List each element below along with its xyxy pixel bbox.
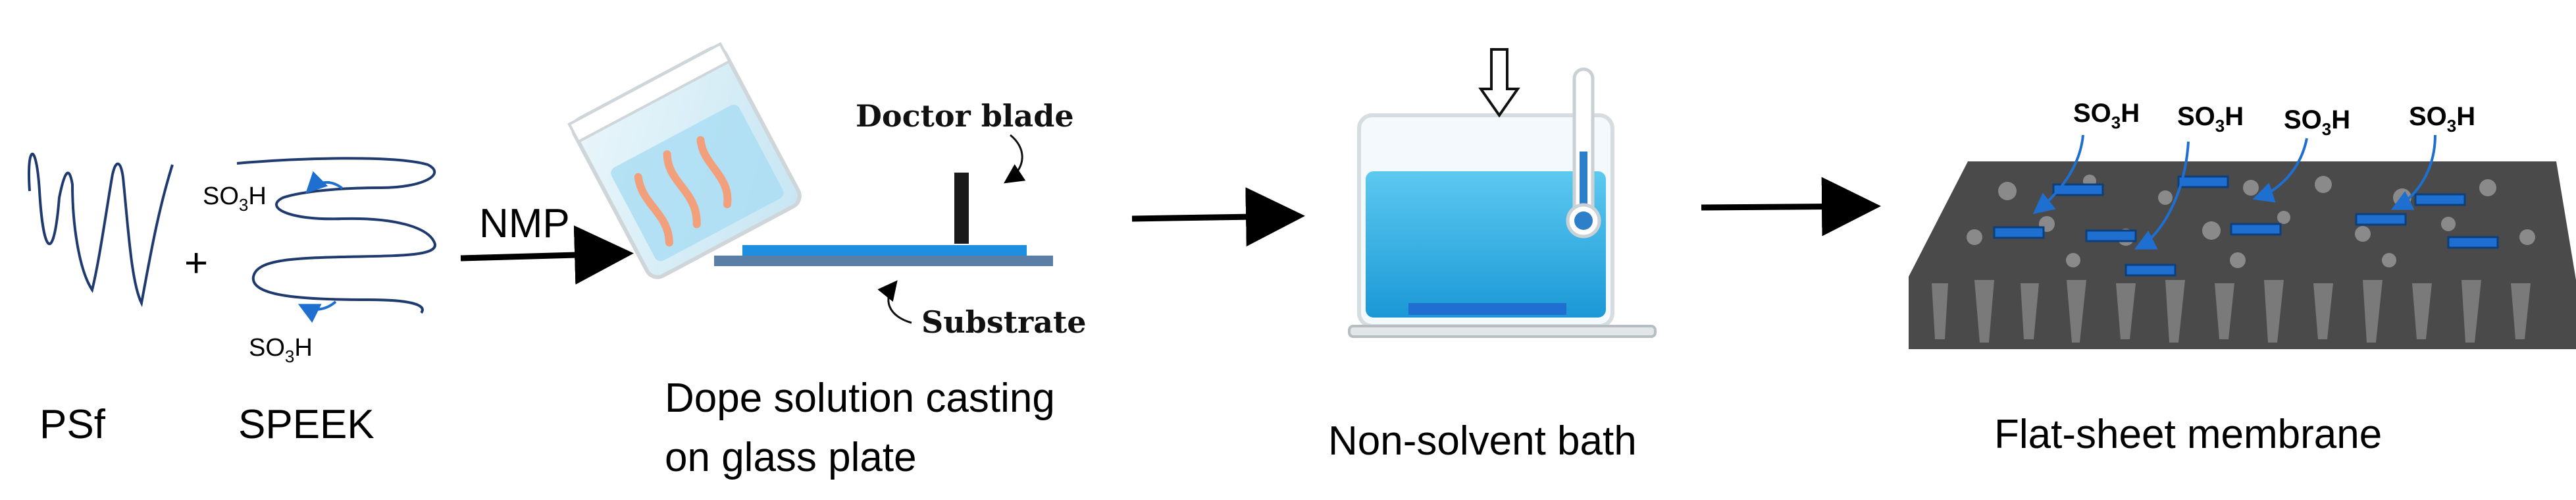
substrate-pointer xyxy=(877,280,912,324)
speek-label: SPEEK xyxy=(238,402,374,447)
step-membrane-label: Flat-sheet membrane xyxy=(1994,412,2382,457)
glass-substrate xyxy=(714,256,1053,266)
thermometer-icon xyxy=(1566,67,1601,238)
doctor-blade-icon xyxy=(954,173,969,244)
substrate-label: Substrate xyxy=(921,304,1087,340)
step-casting-line2: on glass plate xyxy=(665,435,917,480)
arrow-2 xyxy=(1131,187,1305,247)
speek-chain-icon xyxy=(236,157,436,323)
membrane-so3h-2: SO3H xyxy=(2177,102,2244,136)
doctor-blade-pointer xyxy=(1004,134,1026,184)
arrow-3 xyxy=(1701,177,1881,236)
bath-beaker-icon xyxy=(1348,113,1657,338)
arrow-1 xyxy=(460,225,634,285)
speek-so3h-bottom: SO3H xyxy=(249,334,313,366)
psf-chain-icon xyxy=(28,152,174,308)
tilted-beaker-icon xyxy=(567,42,802,279)
down-arrow-icon xyxy=(1478,48,1520,118)
membrane-icon xyxy=(1909,134,2576,349)
doctor-blade-label: Doctor blade xyxy=(856,98,1074,134)
cast-film xyxy=(742,245,1027,256)
nmp-label: NMP xyxy=(479,201,570,246)
step-casting-line1: Dope solution casting xyxy=(665,375,1055,421)
membrane-so3h-4: SO3H xyxy=(2409,102,2475,136)
membrane-so3h-1: SO3H xyxy=(2073,99,2140,132)
psf-label: PSf xyxy=(39,402,106,447)
speek-so3h-top: SO3H xyxy=(203,182,267,215)
plus-sign: + xyxy=(184,240,208,286)
membrane-so3h-3: SO3H xyxy=(2284,105,2350,139)
step-bath-label: Non-solvent bath xyxy=(1328,418,1637,464)
